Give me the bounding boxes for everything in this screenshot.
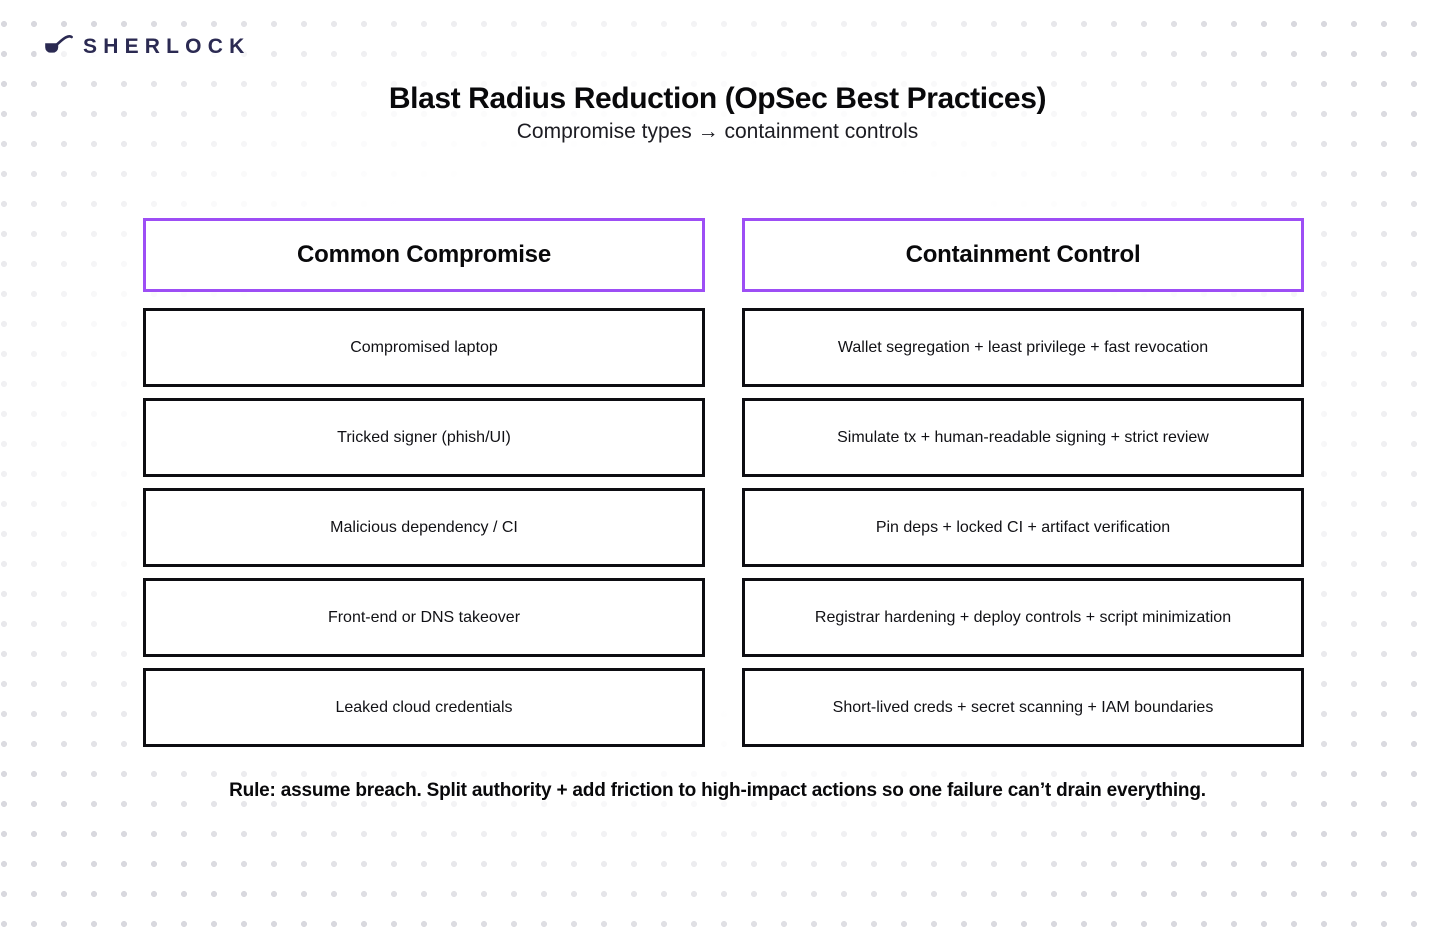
table-header-row: Common Compromise Containment Control bbox=[143, 218, 1304, 292]
control-cell: Simulate tx + human-readable signing + s… bbox=[742, 398, 1304, 477]
control-cell: Short-lived creds + secret scanning + IA… bbox=[742, 668, 1304, 747]
table-row: Leaked cloud credentials Short-lived cre… bbox=[143, 668, 1304, 747]
control-cell: Pin deps + locked CI + artifact verifica… bbox=[742, 488, 1304, 567]
brand-logo: SHERLOCK bbox=[36, 30, 265, 62]
compromise-cell: Leaked cloud credentials bbox=[143, 668, 705, 747]
footer-rule-text: Rule: assume breach. Split authority + a… bbox=[229, 780, 1206, 801]
compromise-cell: Malicious dependency / CI bbox=[143, 488, 705, 567]
column-header-containment-control: Containment Control bbox=[742, 218, 1304, 292]
page-subtitle: Compromise types → containment controls bbox=[516, 120, 919, 143]
column-header-common-compromise: Common Compromise bbox=[143, 218, 705, 292]
table-row: Compromised laptop Wallet segregation + … bbox=[143, 308, 1304, 387]
table-row: Malicious dependency / CI Pin deps + loc… bbox=[143, 488, 1304, 567]
comparison-table: Common Compromise Containment Control Co… bbox=[143, 218, 1304, 758]
pipe-icon bbox=[45, 35, 73, 53]
compromise-cell: Compromised laptop bbox=[143, 308, 705, 387]
compromise-cell: Front-end or DNS takeover bbox=[143, 578, 705, 657]
control-cell: Registrar hardening + deploy controls + … bbox=[742, 578, 1304, 657]
control-cell: Wallet segregation + least privilege + f… bbox=[742, 308, 1304, 387]
compromise-cell: Tricked signer (phish/UI) bbox=[143, 398, 705, 477]
page-title: Blast Radius Reduction (OpSec Best Pract… bbox=[388, 82, 1047, 115]
table-row: Front-end or DNS takeover Registrar hard… bbox=[143, 578, 1304, 657]
table-row: Tricked signer (phish/UI) Simulate tx + … bbox=[143, 398, 1304, 477]
brand-name: SHERLOCK bbox=[83, 34, 251, 58]
